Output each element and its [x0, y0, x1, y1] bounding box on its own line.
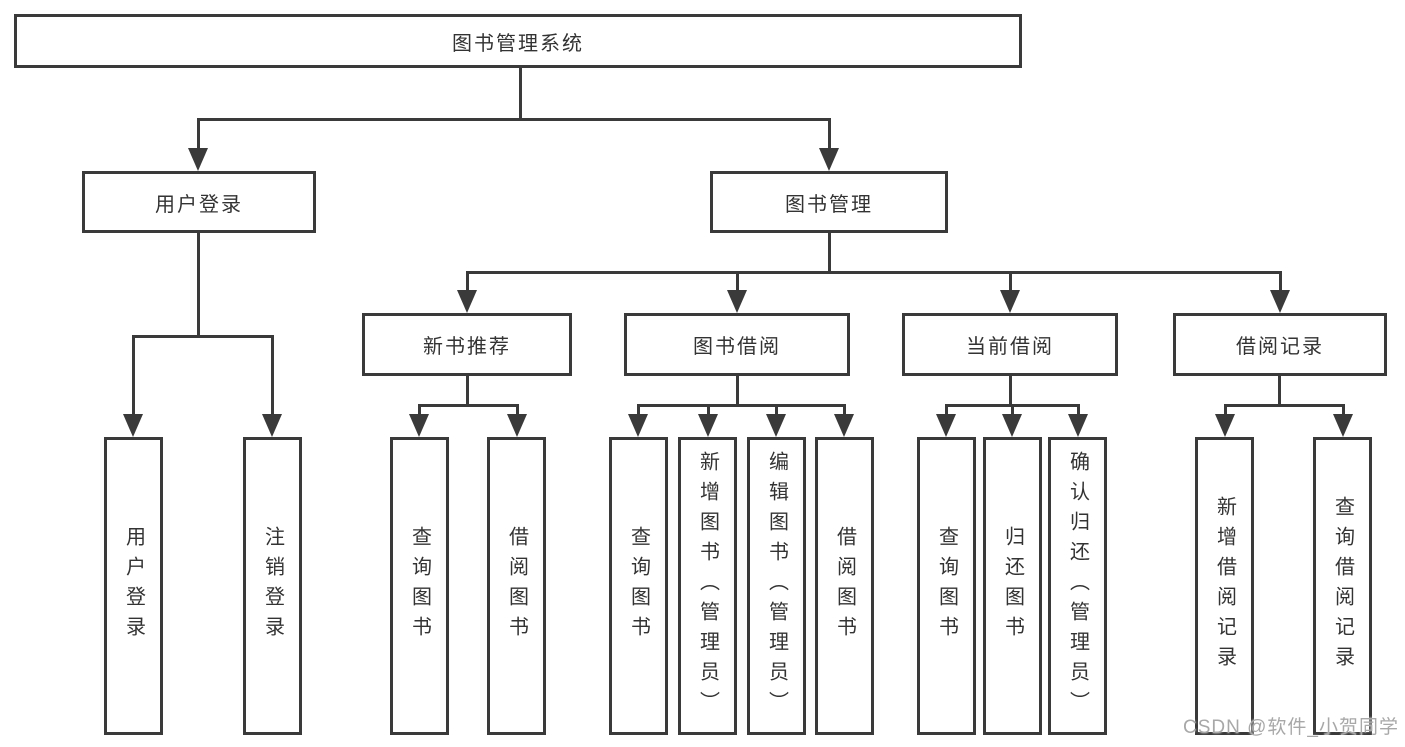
arrow-down-icon: [819, 148, 839, 171]
leaf-borrow-query-books: 查询图书: [609, 437, 668, 735]
connector-line: [1009, 271, 1012, 291]
connector-line: [466, 271, 1282, 274]
arrow-down-icon: [507, 414, 527, 437]
arrow-down-icon: [1000, 290, 1020, 313]
leaf-recommend-query-books: 查询图书: [390, 437, 449, 735]
connector-line: [1009, 376, 1012, 406]
connector-line: [132, 335, 135, 415]
leaf-current-confirm-return-admin: 确认归还（管理员）: [1048, 437, 1107, 735]
leaf-user-login: 用户登录: [104, 437, 163, 735]
leaf-borrow-add-books-admin: 新增图书（管理员）: [678, 437, 737, 735]
leaf-current-query-books: 查询图书: [917, 437, 976, 735]
arrow-down-icon: [457, 290, 477, 313]
connector-line: [1224, 404, 1345, 407]
node-current-borrow: 当前借阅: [902, 313, 1118, 376]
arrow-down-icon: [1002, 414, 1022, 437]
connector-line: [707, 404, 710, 416]
leaf-record-query: 查询借阅记录: [1313, 437, 1372, 735]
connector-line: [271, 335, 274, 415]
arrow-down-icon: [698, 414, 718, 437]
connector-line: [1278, 376, 1281, 406]
leaf-borrow-edit-books-admin: 编辑图书（管理员）: [747, 437, 806, 735]
node-book-borrow: 图书借阅: [624, 313, 850, 376]
arrow-down-icon: [766, 414, 786, 437]
connector-line: [197, 118, 831, 121]
leaf-current-return-books: 归还图书: [983, 437, 1042, 735]
connector-line: [466, 271, 469, 291]
connector-line: [736, 376, 739, 406]
connector-line: [1077, 404, 1080, 416]
connector-line: [775, 404, 778, 416]
leaf-logout: 注销登录: [243, 437, 302, 735]
arrow-down-icon: [409, 414, 429, 437]
arrow-down-icon: [1068, 414, 1088, 437]
connector-line: [197, 118, 200, 150]
leaf-record-add: 新增借阅记录: [1195, 437, 1254, 735]
connector-line: [637, 404, 846, 407]
connector-line: [1011, 404, 1014, 416]
node-user-login-branch: 用户登录: [82, 171, 316, 233]
csdn-watermark: CSDN @软件_小贺同学: [1183, 717, 1399, 738]
node-new-book-recommend: 新书推荐: [362, 313, 572, 376]
arrow-down-icon: [834, 414, 854, 437]
leaf-borrow-borrow-books: 借阅图书: [815, 437, 874, 735]
connector-line: [132, 335, 274, 338]
node-book-management-branch: 图书管理: [710, 171, 948, 233]
connector-line: [736, 271, 739, 291]
node-borrow-record: 借阅记录: [1173, 313, 1387, 376]
connector-line: [828, 118, 831, 150]
arrow-down-icon: [727, 290, 747, 313]
connector-line: [519, 68, 522, 120]
arrow-down-icon: [262, 414, 282, 437]
connector-line: [843, 404, 846, 416]
connector-line: [828, 233, 831, 273]
connector-line: [466, 376, 469, 406]
node-library-management-system: 图书管理系统: [14, 14, 1022, 68]
connector-line: [1342, 404, 1345, 416]
arrow-down-icon: [123, 414, 143, 437]
connector-line: [418, 404, 519, 407]
connector-line: [1279, 271, 1282, 291]
connector-line: [637, 404, 640, 416]
arrow-down-icon: [1270, 290, 1290, 313]
connector-line: [516, 404, 519, 416]
arrow-down-icon: [1333, 414, 1353, 437]
arrow-down-icon: [1215, 414, 1235, 437]
arrow-down-icon: [936, 414, 956, 437]
connector-line: [945, 404, 948, 416]
arrow-down-icon: [188, 148, 208, 171]
connector-line: [1224, 404, 1227, 416]
connector-line: [418, 404, 421, 416]
connector-line: [197, 233, 200, 337]
leaf-recommend-borrow-books: 借阅图书: [487, 437, 546, 735]
arrow-down-icon: [628, 414, 648, 437]
